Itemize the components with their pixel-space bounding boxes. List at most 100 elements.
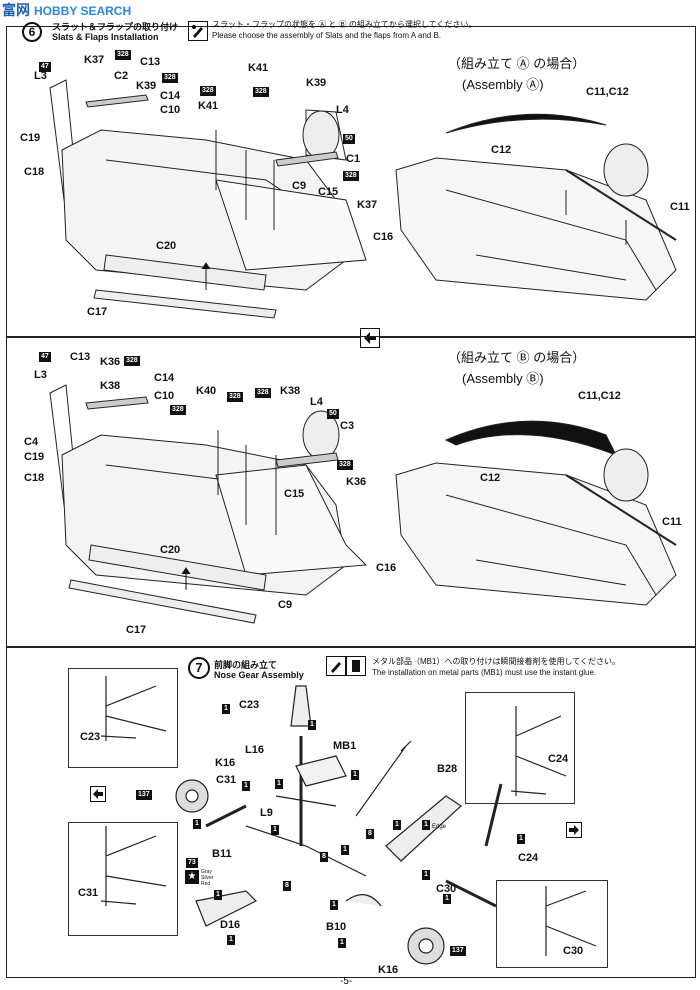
inset-c24 [465, 692, 575, 804]
part-label: K41 [248, 62, 269, 74]
qty-badge: 1 [271, 825, 279, 835]
part-label: C12 [491, 144, 512, 156]
watermark-en: HOBBY SEARCH [34, 4, 132, 18]
qty-badge: 1 [341, 845, 349, 855]
badge-328: 328 [253, 87, 269, 97]
step6-title-jp: スラット＆フラップの取り付け [52, 22, 179, 32]
assembly-a-title-en: (Assembly Ⓐ) [462, 77, 544, 92]
assembly-a-title-jp: （組み立て Ⓐ の場合） [448, 56, 586, 71]
qty-badge: 1 [222, 704, 230, 714]
assembly-b-title-jp: （組み立て Ⓑ の場合） [448, 350, 586, 365]
part-label: L3 [34, 369, 47, 381]
badge-73: 73 [186, 858, 198, 868]
part-label: C18 [24, 166, 45, 178]
qty-badge: 1 [308, 720, 316, 730]
qty-badge: 8 [366, 829, 374, 839]
swap-arrow-icon [90, 786, 106, 802]
step7-note-jp: メタル部品（MB1）への取り付けは瞬間接着剤を使用してください。 [372, 657, 620, 666]
badge-328: 328 [337, 460, 353, 470]
part-label: B28 [437, 763, 458, 775]
badge-328: 328 [115, 50, 131, 60]
step7-title-en: Nose Gear Assembly [214, 670, 304, 680]
part-label: L4 [310, 396, 323, 408]
part-label: K41 [198, 100, 219, 112]
qty-badge: 1 [275, 779, 283, 789]
part-label: K37 [357, 199, 378, 211]
section-assembly-b [6, 336, 696, 648]
qty-badge: 1 [338, 938, 346, 948]
badge-328: 328 [124, 356, 140, 366]
part-label: C11 [662, 516, 682, 528]
next-arrow-icon [360, 328, 380, 348]
decal-color-label: Gray [201, 869, 212, 875]
section-assembly-a [6, 26, 696, 338]
part-label: C16 [376, 562, 397, 574]
part-label: C19 [24, 451, 45, 463]
step6-note-en: Please choose the assembly of Slats and … [212, 31, 442, 40]
assembly-a-drawing [49, 79, 677, 319]
part-label: B10 [326, 921, 347, 933]
nose-gear-drawing [100, 676, 597, 965]
badge-328: 328 [162, 73, 178, 83]
qty-badge: 1 [351, 770, 359, 780]
part-label: L3 [34, 70, 47, 82]
part-label: C13 [140, 56, 161, 68]
part-label: C30 [563, 945, 584, 957]
inset-c30 [496, 880, 608, 968]
part-label: B11 [212, 848, 232, 860]
inset-c31 [68, 822, 178, 936]
part-label: C9 [292, 180, 307, 192]
part-label: C24 [518, 852, 539, 864]
qty-badge: 1 [193, 819, 201, 829]
part-label: C9 [278, 599, 293, 611]
part-label: C10 [160, 104, 181, 116]
part-label: C14 [154, 372, 175, 384]
part-label: K16 [215, 757, 236, 769]
qty-badge: 1 [517, 834, 525, 844]
part-label: C1 [346, 153, 361, 165]
part-label: C15 [318, 186, 339, 198]
part-label: MB1 [333, 740, 357, 752]
edge-label: Edge [432, 824, 447, 830]
part-label: L9 [260, 807, 273, 819]
decal-star-icon: ★ [185, 870, 199, 884]
part-label: K39 [136, 80, 157, 92]
qty-badge: 1 [422, 820, 430, 830]
part-label: L4 [336, 104, 349, 116]
badge-328: 328 [255, 388, 271, 398]
badge-47: 47 [39, 352, 51, 362]
assembly-b-title-en: (Assembly Ⓑ) [462, 371, 544, 386]
part-label: L16 [245, 744, 264, 756]
qty-badge: 1 [214, 890, 222, 900]
assembly-b-drawing [49, 384, 677, 624]
step7-note-en: The installation on metal parts (MB1) mu… [372, 668, 597, 677]
part-label: C11 [670, 201, 690, 213]
part-label: C11,C12 [578, 390, 621, 402]
part-label: C20 [160, 544, 181, 556]
badge-328: 328 [227, 392, 243, 402]
part-label: C15 [284, 488, 305, 500]
step-number-6: 6 [22, 22, 42, 42]
part-label: C23 [80, 731, 101, 743]
qty-badge: 1 [330, 900, 338, 910]
part-label: C17 [87, 306, 108, 318]
part-label: K36 [346, 476, 367, 488]
step-number-7: 7 [188, 657, 210, 679]
part-label: C17 [126, 624, 147, 636]
qty-badge: 1 [422, 870, 430, 880]
part-label: C16 [373, 231, 394, 243]
part-label: D16 [220, 919, 241, 931]
part-label: C23 [239, 699, 260, 711]
part-label: C31 [216, 774, 237, 786]
qty-badge: 8 [283, 881, 291, 891]
part-label: C4 [24, 436, 39, 448]
badge-47: 47 [39, 62, 51, 72]
inset-c23 [68, 668, 178, 768]
qty-badge: 1 [227, 935, 235, 945]
qty-badge: 1 [242, 781, 250, 791]
part-label: C19 [20, 132, 41, 144]
part-label: C30 [436, 883, 457, 895]
part-label: K40 [196, 385, 217, 397]
glue-icon [326, 656, 346, 676]
